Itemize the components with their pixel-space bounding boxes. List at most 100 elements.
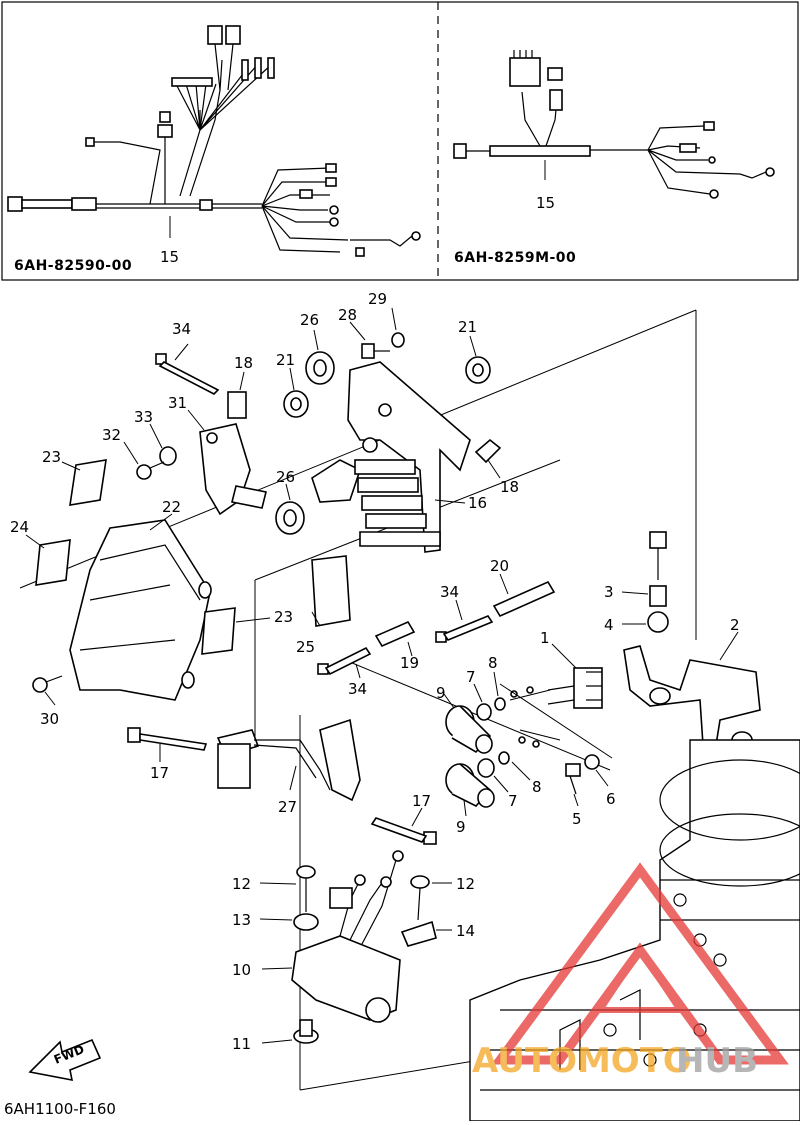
callout-14: 14 [456,922,475,940]
callout-23-upper: 23 [42,448,61,466]
collar-18-right [474,438,502,464]
callout-18-right: 18 [500,478,519,496]
cable-tie-17-right [370,817,437,845]
cover-22 [69,519,212,701]
harness-code-right: 6AH-8259M-00 [454,250,576,266]
callout-21-right: 21 [458,318,477,336]
harness-inset-frame [1,1,799,281]
rectifier-1 [547,667,603,709]
callout-1: 1 [540,629,550,647]
harness-code-left: 6AH-82590-00 [14,258,132,274]
wire-harness-left [7,25,421,257]
grommet-4 [647,611,669,633]
callout-21-left: 21 [276,351,295,369]
washer-6 [584,754,600,770]
assembly-outline [19,309,697,1091]
cap-9-lower [445,763,495,808]
callout-15-right: 15 [536,194,555,212]
screw-32 [136,461,165,480]
grommet-26-top [305,351,335,385]
watermark-text-hub: HUB [676,1041,758,1081]
collar-20 [492,580,556,618]
callout-20: 20 [490,557,509,575]
callout-22: 22 [162,498,181,516]
callout-2: 2 [730,616,740,634]
clamp-25 [311,555,351,627]
fwd-arrow: FWD [28,1038,102,1082]
callout-3: 3 [604,583,614,601]
callout-34-lower: 34 [348,680,367,698]
washer-8-upper [494,697,506,711]
label-23-upper [69,459,107,506]
clip-14 [400,920,437,947]
bolt-vertical [649,531,667,580]
wire-harness-right [453,50,775,199]
callout-32: 32 [102,426,121,444]
callout-29: 29 [368,290,387,308]
callout-9-lower: 9 [456,818,466,836]
collar-19 [374,620,416,648]
callout-27: 27 [278,798,297,816]
bracket-31 [199,423,267,516]
callout-26-top: 26 [300,311,319,329]
callout-8-lower: 8 [532,778,542,796]
callout-34-top: 34 [172,320,191,338]
bolt-12-right [410,875,430,921]
terminals [499,683,613,759]
callout-10: 10 [232,961,251,979]
nut-7-lower [477,758,495,778]
washer-33 [159,446,177,466]
bracket-16 [311,361,471,553]
callout-23-lower: 23 [274,608,293,626]
washer-8-lower [498,751,510,765]
washer-13 [293,913,319,931]
cable-tie-34-lower [317,646,372,676]
callout-33: 33 [134,408,153,426]
callout-12-right: 12 [456,875,475,893]
callout-8-upper: 8 [488,654,498,672]
grommet-21-right [465,356,491,384]
grommet-11 [293,1019,319,1044]
callout-34-middle: 34 [440,583,459,601]
grommet-21-left [283,390,309,418]
callout-12-left: 12 [232,875,251,893]
callout-7-lower: 7 [508,792,518,810]
callout-28: 28 [338,306,357,324]
callout-30: 30 [40,710,59,728]
watermark-text-main: AUTOMOTO [472,1041,692,1081]
bolt-12-left [296,865,316,912]
figure-code: 6AH1100-F160 [4,1100,116,1118]
label-23-lower [201,607,236,655]
nut-7-upper [476,703,492,721]
grommet-26-lower [275,501,305,535]
callout-18-left: 18 [234,354,253,372]
cable-tie-34-top [155,353,220,395]
callout-5: 5 [572,810,582,828]
callout-19: 19 [400,654,419,672]
callout-6: 6 [606,790,616,808]
callout-9-upper: 9 [436,684,446,702]
cable-tie-34-middle [435,615,494,643]
cdi-unit-10 [291,850,404,1023]
callout-13: 13 [232,911,251,929]
collar-3 [649,585,667,607]
callout-17-right: 17 [412,792,431,810]
sub-harness-27 [216,718,361,802]
label-24 [35,539,71,586]
callout-15-left: 15 [160,248,179,266]
collar-18-left [227,391,247,419]
callout-16: 16 [468,494,487,512]
cable-tie-17-left [127,727,208,751]
callout-24: 24 [10,518,29,536]
bolt-28 [361,343,390,359]
cap-9-upper [445,705,493,754]
callout-11: 11 [232,1035,251,1053]
callout-26-lower: 26 [276,468,295,486]
callout-25: 25 [296,638,315,656]
callout-4: 4 [604,616,614,634]
callout-17-left: 17 [150,764,169,782]
callout-7-upper: 7 [466,668,476,686]
washer-29 [391,332,405,348]
